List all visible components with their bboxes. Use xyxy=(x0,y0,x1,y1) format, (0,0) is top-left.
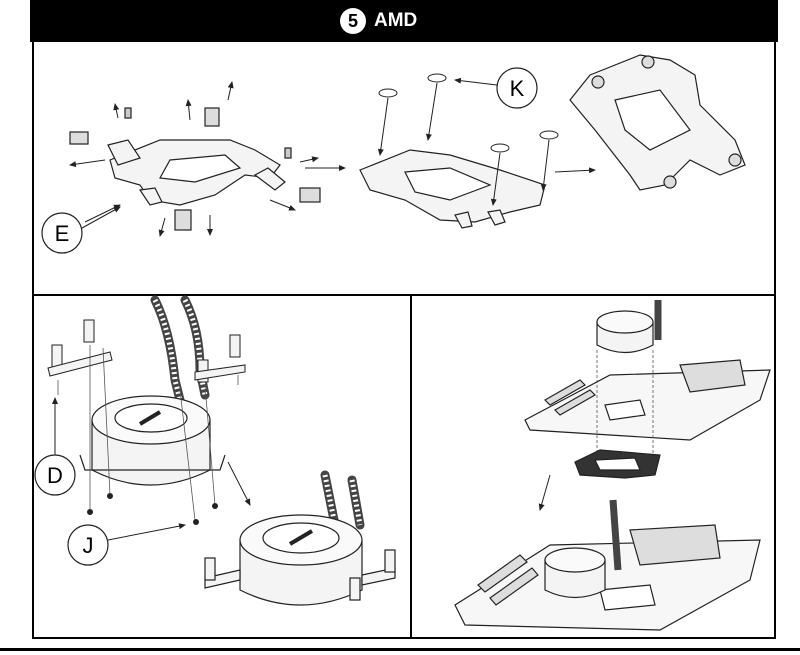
pump-on-board-top xyxy=(596,310,654,354)
callout-E: E xyxy=(41,212,83,254)
callout-D-label: D xyxy=(47,463,63,488)
pump-on-board-bottom xyxy=(544,547,606,599)
bracket-with-spacers-illustration xyxy=(359,149,546,229)
screw-drop-lines xyxy=(57,345,239,521)
flow-arrow-2 xyxy=(554,167,596,174)
motherboard-bottom xyxy=(454,524,761,631)
callout-E-pointer xyxy=(81,206,121,229)
callout-J-label: J xyxy=(83,533,94,558)
drop-lines-right xyxy=(596,350,654,470)
callout-J-pointer xyxy=(107,523,186,541)
motherboard-top xyxy=(524,359,771,441)
callout-E-label: E xyxy=(55,221,70,246)
coolant-tubes-detail xyxy=(152,298,363,526)
install-arrow xyxy=(538,474,551,511)
pump-block-assembled xyxy=(204,514,396,606)
nuts-left xyxy=(87,493,218,525)
spacer-arrows xyxy=(377,82,550,206)
backplate-middle xyxy=(574,449,661,479)
assembly-arrow xyxy=(227,461,251,506)
header: 5 AMD xyxy=(0,0,800,42)
callout-K: K xyxy=(496,67,538,109)
step-heading: 5 AMD xyxy=(340,7,417,35)
callout-D: D xyxy=(34,454,76,496)
intel-bracket-illustration xyxy=(69,107,321,231)
pump-block-top xyxy=(79,395,226,486)
header-bar xyxy=(30,0,778,42)
amd-bracket-illustration xyxy=(569,54,746,191)
mounting-screws-left xyxy=(47,319,246,383)
bottom-rule xyxy=(0,648,800,651)
callout-J: J xyxy=(67,524,109,566)
tube-right-bottom xyxy=(609,499,622,571)
spacer-washers xyxy=(378,73,559,153)
removal-arrows xyxy=(69,81,319,237)
step-number-badge: 5 xyxy=(340,8,366,34)
step-title: AMD xyxy=(374,10,418,31)
callout-K-pointer xyxy=(454,77,498,86)
callout-K-label: K xyxy=(510,76,525,101)
